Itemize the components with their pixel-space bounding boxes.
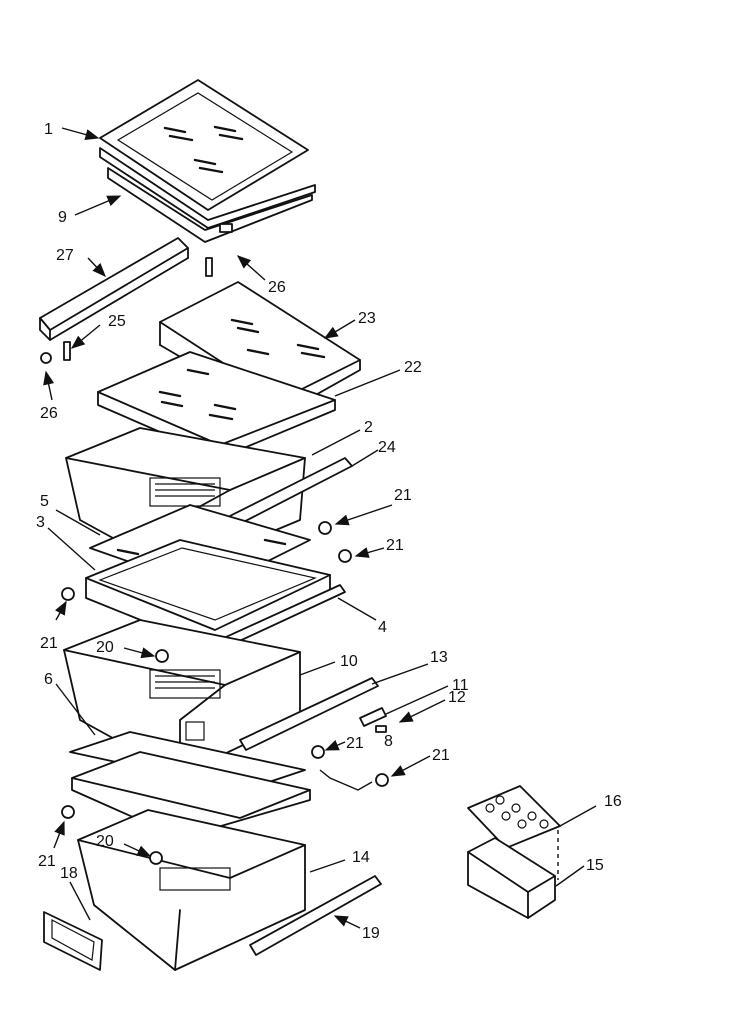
- top-shelf: [99, 79, 316, 243]
- label-8: 8: [384, 733, 393, 750]
- rail-27: [39, 237, 189, 341]
- rod-13-hardware: [239, 677, 387, 751]
- label-25: 25: [108, 313, 126, 330]
- label-5: 5: [40, 493, 49, 510]
- label-21-b: 21: [386, 537, 404, 554]
- label-20-b: 20: [96, 833, 114, 850]
- label-18: 18: [60, 865, 78, 882]
- label-10: 10: [340, 653, 358, 670]
- drawer-10: [63, 619, 301, 776]
- label-3: 3: [36, 514, 45, 531]
- leader-lines: [43, 127, 597, 929]
- rod-19: [249, 875, 382, 956]
- label-22: 22: [404, 359, 422, 376]
- label-20-a: 20: [96, 639, 114, 656]
- label-4: 4: [378, 619, 387, 636]
- drawer-14: [77, 809, 306, 971]
- label-21-c: 21: [40, 635, 58, 652]
- label-21-f: 21: [38, 853, 56, 870]
- label-15: 15: [586, 857, 604, 874]
- label-9: 9: [58, 209, 67, 226]
- bracket-hardware: [40, 223, 233, 364]
- label-2: 2: [364, 419, 373, 436]
- label-16: 16: [604, 793, 622, 810]
- label-12: 12: [448, 689, 466, 706]
- shelf-6: [69, 731, 311, 839]
- label-1: 1: [44, 121, 53, 138]
- egg-bin: [467, 785, 561, 919]
- label-21-e: 21: [432, 747, 450, 764]
- label-14: 14: [352, 849, 370, 866]
- label-26-left: 26: [40, 405, 58, 422]
- label-19: 19: [362, 925, 380, 942]
- label-26-top: 26: [268, 279, 286, 296]
- label-6: 6: [44, 671, 53, 688]
- label-23: 23: [358, 310, 376, 327]
- part-number-labels: 1 9 27 26 25 23 22 26 2 24 5 3 21 21 21 …: [36, 121, 622, 942]
- label-13: 13: [430, 649, 448, 666]
- card-18: [43, 911, 103, 971]
- label-21-a: 21: [394, 487, 412, 504]
- screws: [61, 521, 389, 865]
- label-27: 27: [56, 247, 74, 264]
- label-11: 11: [452, 677, 469, 694]
- label-21-d: 21: [346, 735, 364, 752]
- label-24: 24: [378, 439, 396, 456]
